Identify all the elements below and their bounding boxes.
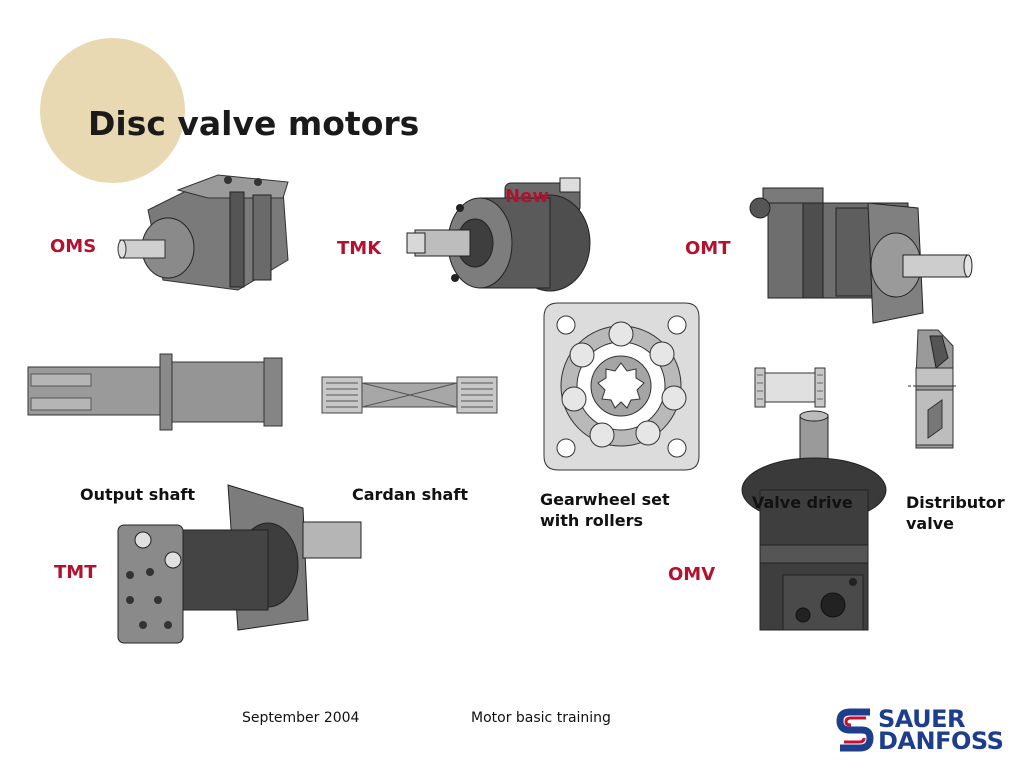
part-label-distributor-line2: valve — [906, 514, 954, 533]
part-label-distributor-valve: Distributor valve — [906, 492, 1005, 534]
omt-motor-image — [749, 187, 973, 324]
sauer-danfoss-logo-mark-icon — [836, 708, 874, 752]
part-label-gearwheel-line2: with rollers — [540, 511, 643, 530]
new-badge: New — [505, 186, 549, 207]
gearwheel-set-drawing — [543, 302, 700, 471]
tmk-motor-image — [406, 177, 591, 292]
model-label-oms: OMS — [50, 236, 97, 257]
omv-motor-image — [741, 410, 887, 631]
output-shaft-drawing — [27, 353, 283, 431]
tmt-motor-image — [117, 484, 362, 644]
part-label-gearwheel-set: Gearwheel set with rollers — [540, 489, 670, 531]
model-label-omv: OMV — [668, 564, 716, 585]
brand-name-line2: DANFOSS — [878, 727, 1004, 755]
footer-date: September 2004 — [242, 710, 360, 726]
slide-title: Disc valve motors — [88, 104, 420, 143]
part-label-distributor-line1: Distributor — [906, 493, 1005, 512]
part-label-output-shaft: Output shaft — [80, 485, 196, 504]
brand-name: SAUER DANFOSS — [878, 705, 1004, 755]
distributor-valve-drawing — [908, 329, 958, 449]
footer-subject: Motor basic training — [471, 710, 611, 726]
decorative-circle — [40, 38, 185, 183]
cardan-shaft-drawing — [321, 376, 498, 414]
valve-drive-drawing — [754, 367, 826, 408]
part-label-cardan-shaft: Cardan shaft — [352, 485, 468, 504]
part-label-valve-drive: Valve drive — [752, 493, 853, 512]
oms-motor-image — [117, 174, 289, 291]
part-label-gearwheel-line1: Gearwheel set — [540, 490, 670, 509]
model-label-tmt: TMT — [54, 562, 97, 583]
brand-name-line1: SAUER — [878, 705, 965, 733]
model-label-omt: OMT — [685, 238, 731, 259]
model-label-tmk: TMK — [337, 238, 382, 259]
